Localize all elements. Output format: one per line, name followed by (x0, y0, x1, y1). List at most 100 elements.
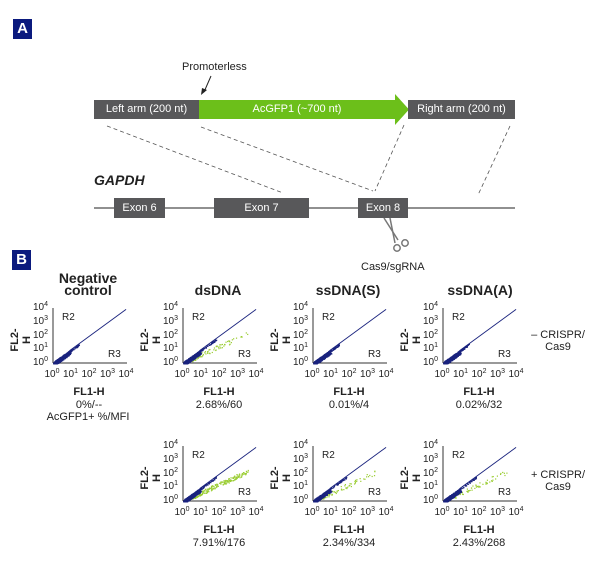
scatter-point-positive (340, 488, 343, 490)
scatter-area (182, 446, 257, 503)
scatter-point-positive (207, 491, 209, 493)
scatter-point-positive (206, 491, 209, 494)
scatter-point (325, 356, 327, 359)
scatter-point (184, 500, 187, 502)
scatter-point-positive (205, 353, 207, 355)
scatter-point (336, 483, 338, 485)
scatter-point (324, 357, 326, 360)
scatter-point (449, 358, 451, 360)
scatter-point (460, 350, 462, 352)
x-axis-label: FL1-H (73, 386, 105, 398)
scatter-point (457, 493, 459, 495)
y-tick-label: 102 (422, 328, 438, 341)
scatter-point (444, 499, 446, 502)
arrowhead-icon (201, 88, 207, 95)
y-tick-label: 104 (162, 301, 178, 313)
scatter-point (185, 363, 187, 365)
scatter-point (336, 484, 338, 486)
x-tick-label: 104 (378, 506, 394, 518)
scatter-point-positive (224, 480, 227, 482)
scatter-point (192, 496, 194, 498)
x-tick-label: 100 (174, 506, 190, 518)
x-tick-label: 100 (44, 368, 60, 380)
scatter-point (316, 359, 318, 362)
scatter-point-positive (238, 476, 240, 478)
scatter-point (464, 348, 466, 350)
scatter-point-positive (335, 492, 337, 495)
y-axis-label: FL2-H (139, 328, 163, 352)
column-title-ssdna-s: ssDNA(S) (315, 282, 381, 298)
scatter-point (190, 498, 192, 500)
scatter-point-positive (194, 497, 196, 499)
y-tick-label: 101 (422, 480, 438, 493)
scatter-point-positive (231, 477, 234, 479)
scatter-point (458, 351, 460, 354)
scatter-point-positive (220, 344, 222, 346)
scatter-point (191, 356, 193, 359)
scatter-point (453, 355, 455, 357)
gfp-stat: 0.01%/4 (328, 399, 370, 411)
scatter-point-positive (336, 491, 338, 493)
scatter-point-positive (245, 473, 247, 475)
scatter-point (458, 352, 460, 354)
scatter-point-positive (199, 356, 201, 358)
scatter-point-positive (234, 475, 236, 477)
scatter-point (313, 500, 315, 502)
scatter-point-positive (212, 486, 214, 488)
region-label-r2: R2 (452, 312, 465, 323)
scatter-point (325, 353, 328, 356)
scatter-point (192, 357, 194, 360)
scatter-point-positive (217, 346, 220, 348)
scatter-point (327, 492, 329, 494)
scatter-point-positive (492, 479, 494, 481)
scatter-point (452, 494, 454, 497)
right-arm: Right arm (200 nt) (408, 100, 515, 119)
scatter-point-positive (462, 493, 464, 495)
scatter-point (464, 484, 467, 486)
scatter-point (475, 478, 477, 480)
scatter-point (328, 491, 330, 493)
scatter-point (466, 345, 468, 348)
scatter-point-positive (212, 488, 214, 490)
gfp-stat: 2.43%/268 (452, 537, 506, 549)
scatter-point-positive (467, 491, 469, 493)
x-tick-label: 103 (229, 506, 246, 518)
scatter-point-positive (206, 492, 208, 494)
diagram-lines (94, 75, 515, 252)
scatter-point (207, 484, 209, 486)
scatter-point-positive (220, 347, 222, 349)
scatter-point (469, 482, 471, 484)
scatter-point-positive (366, 474, 368, 476)
scatter-point (201, 488, 203, 490)
scatter-point (341, 481, 343, 483)
scatter-point (462, 348, 464, 350)
scatter-point (194, 494, 196, 496)
scatter-point (321, 494, 323, 496)
scatter-point (448, 497, 450, 499)
scatter-point-positive (228, 340, 230, 342)
scatter-point (203, 487, 205, 489)
scatter-point (191, 494, 194, 496)
scatter-point (196, 492, 198, 495)
scatter-point (446, 362, 448, 364)
scatter-point-positive (363, 478, 365, 480)
scatter-point-positive (326, 496, 328, 498)
column-title-dsdna: dsDNA (194, 282, 242, 298)
diagonal-population (199, 447, 257, 489)
scatter-point-positive (469, 489, 471, 492)
x-tick-label: 101 (452, 506, 469, 518)
scatter-point-positive (227, 340, 229, 343)
scatter-point (189, 359, 191, 361)
scatter-point (462, 487, 464, 490)
gfp-stat: 7.91%/176 (192, 537, 246, 549)
scatter-point-positive (233, 479, 235, 482)
scatter-point-positive (223, 479, 225, 482)
scatter-point (455, 354, 457, 357)
scatter-point-positive (324, 497, 326, 499)
scatter-point (197, 353, 200, 355)
scatter-point-positive (200, 356, 202, 358)
scatter-point (446, 360, 449, 362)
scatter-point (459, 352, 461, 355)
diagonal-population (69, 309, 127, 351)
x-tick-label: 100 (434, 368, 450, 380)
